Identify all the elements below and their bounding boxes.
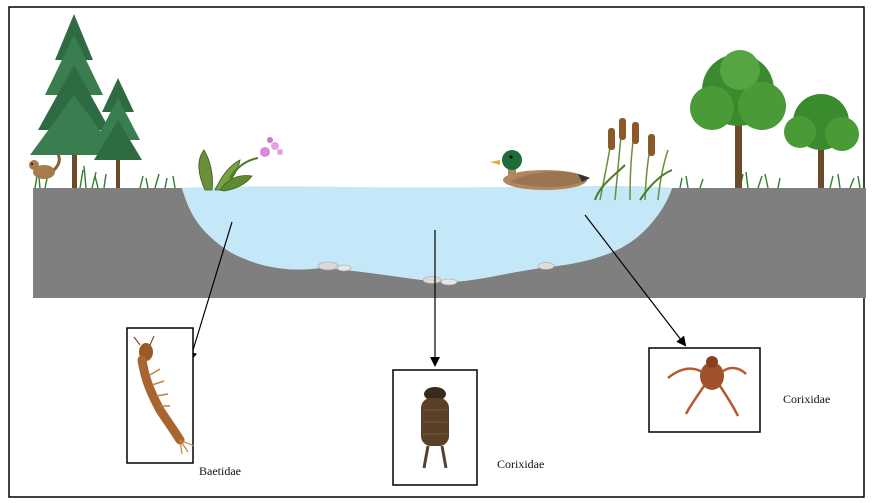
corixidae-right-specimen-box [649,348,760,432]
chipmunk-icon [29,154,59,179]
pine-tree-icon [30,14,142,188]
baetidae-label: Baetidae [199,464,241,479]
flower-icon [260,137,283,157]
corixidae-right-label: Corixidae [783,392,830,407]
deciduous-tree-icon [690,50,859,188]
corixidae-center-specimen-box [393,370,477,485]
duck-icon [490,150,590,190]
baetidae-specimen-box [127,328,194,463]
corixidae-center-label: Corixidae [497,457,544,472]
water-plant-icon [199,150,258,191]
